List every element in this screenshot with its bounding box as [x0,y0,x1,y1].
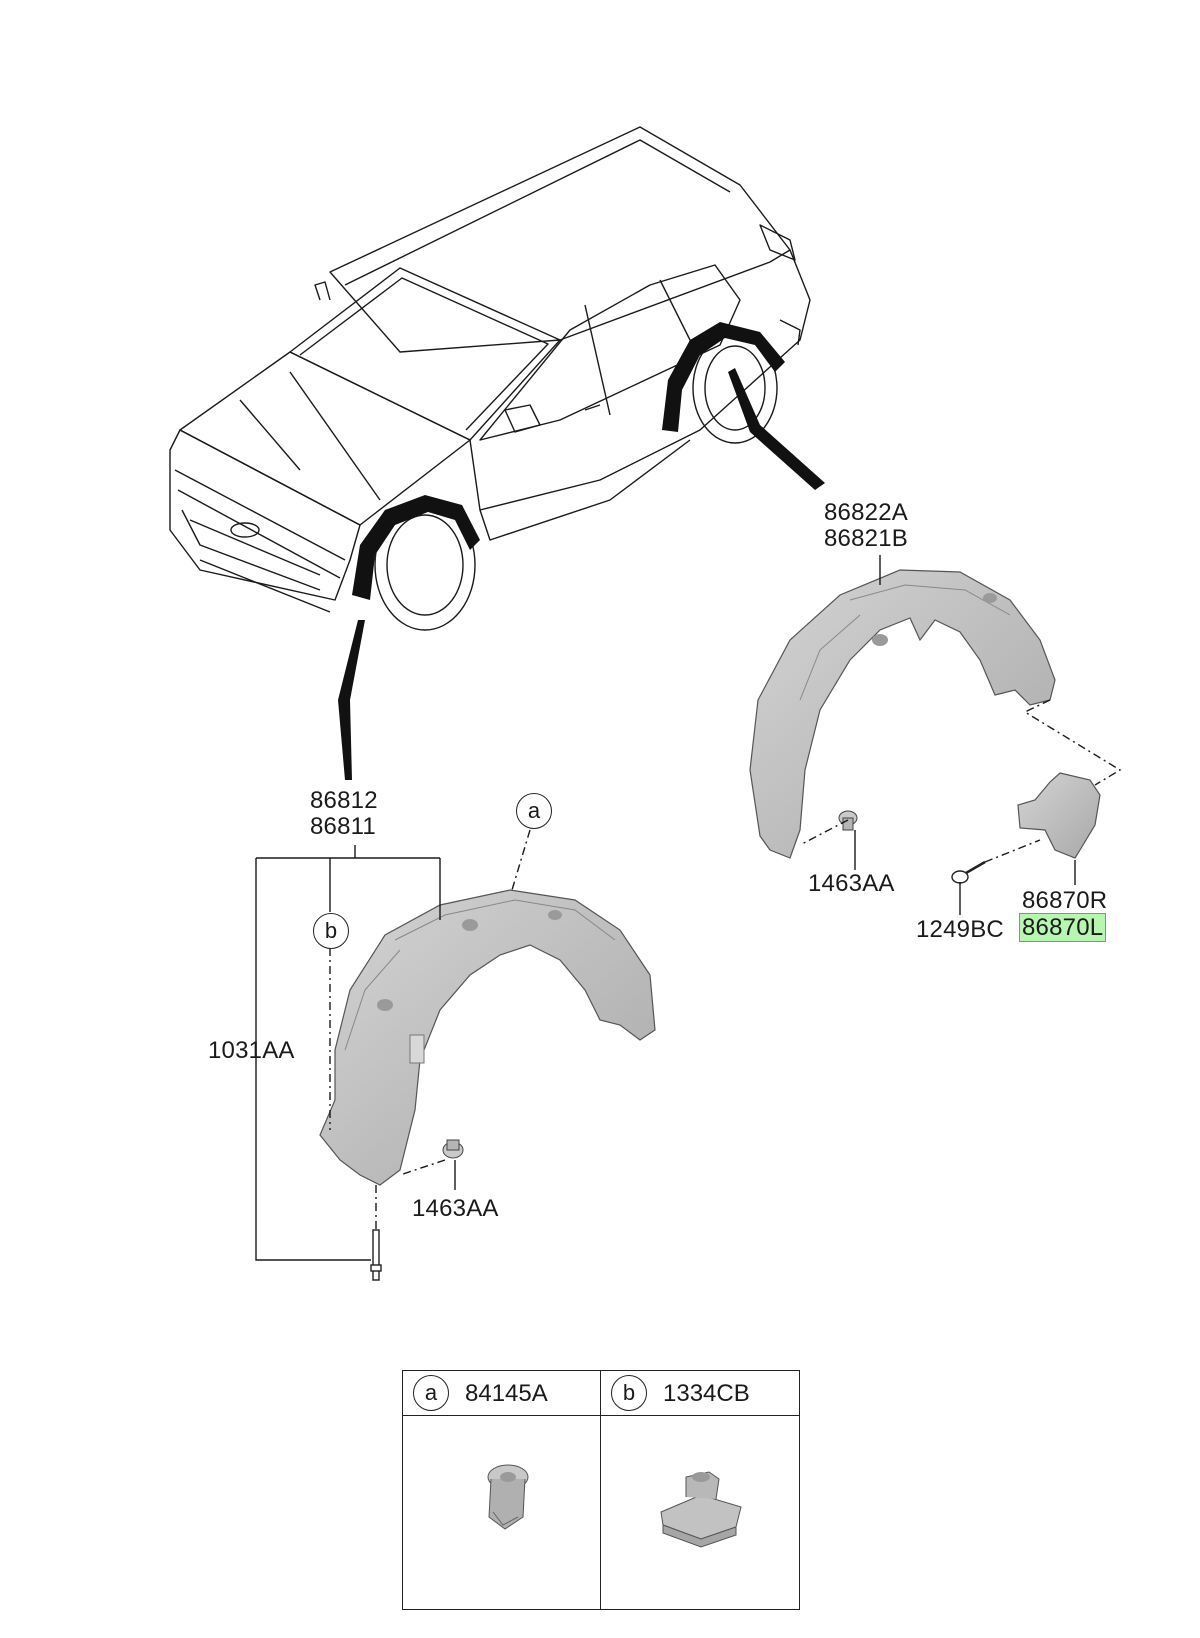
legend-code-a[interactable]: 84145A [465,1380,548,1407]
label-rear-guard-2[interactable]: 86821B [824,525,908,552]
legend-letter-a: a [413,1375,449,1411]
legend-cell-b: b 1334CB [601,1371,799,1609]
label-rear-guard-1[interactable]: 86822A [824,499,908,526]
legend-cell-a: a 84145A [403,1371,601,1609]
callout-b: b [313,913,349,949]
label-front-assembly[interactable]: 1031AA [208,1037,295,1064]
front-clip-part [442,1139,464,1159]
label-front-guard-2[interactable]: 86811 [310,813,376,840]
rear-leader-sweep [728,368,825,490]
label-mudguard-r[interactable]: 86870R [1022,887,1108,914]
front-wheel-guard-part [319,889,656,1186]
label-mudguard-l[interactable]: 86870L [1018,913,1107,942]
front-leader-sweep [338,620,365,780]
vehicle-outline [169,126,811,631]
legend-letter-b: b [611,1375,647,1411]
legend-head-b: b 1334CB [601,1371,799,1416]
label-front-guard-1[interactable]: 86812 [310,787,378,814]
front-wheel-guard-highlight [352,495,480,600]
legend-head-a: a 84145A [403,1371,600,1416]
label-front-clip[interactable]: 1463AA [412,1195,499,1222]
callout-a: a [516,793,552,829]
front-bolt-part [370,1229,382,1281]
rear-wheel-guard-part [749,569,1056,859]
clip-nut-icon [660,1471,742,1548]
label-mudguard-l-highlight[interactable]: 86870L [1018,913,1107,942]
label-rear-clip[interactable]: 1463AA [808,870,895,897]
legend-table: a 84145A b 1334CB [402,1370,800,1610]
leader-lines [255,555,1122,1261]
mudguard-part [1017,772,1101,859]
legend-code-b[interactable]: 1334CB [663,1380,750,1407]
rear-clip-part [838,810,858,831]
flange-nut-icon [487,1464,529,1530]
screw-part [951,860,986,884]
label-screw[interactable]: 1249BC [916,916,1004,943]
rear-wheel-guard-highlight [662,322,785,432]
